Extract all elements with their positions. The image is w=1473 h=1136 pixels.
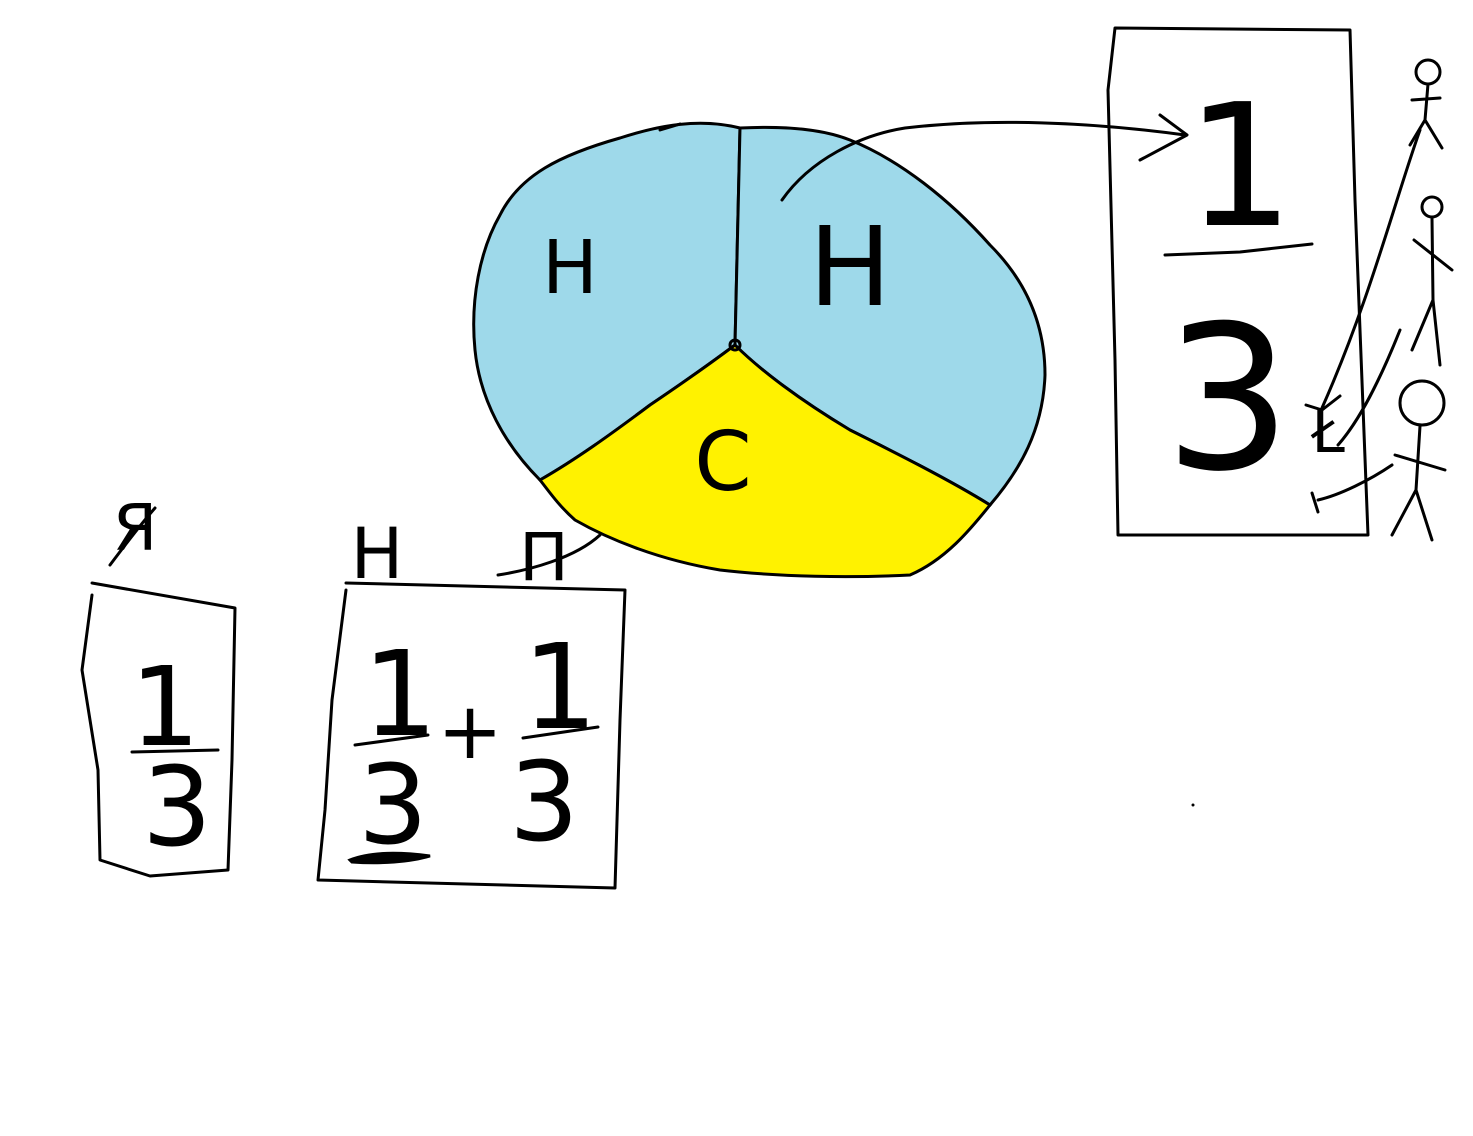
stray-dot	[1191, 803, 1195, 807]
middle-card-term2-denominator: 3	[509, 738, 579, 866]
middle-card-header-left: H	[351, 513, 404, 595]
middle-card-operator: +	[437, 687, 502, 777]
middle-card-border	[316, 581, 627, 890]
figure-top-body	[1408, 82, 1444, 150]
arrow-pie-to-card	[780, 113, 1189, 202]
left-card-denominator: 3	[142, 743, 212, 871]
figure-top-head	[1414, 58, 1442, 86]
middle-card: H П 1 3 + 1 3	[316, 513, 627, 890]
middle-card-term2-bar	[521, 725, 600, 740]
pie-center-dot	[728, 338, 742, 352]
figure-middle-body	[1410, 216, 1454, 367]
middle-card-scribble	[347, 851, 431, 865]
pie-label-bottom: C	[694, 415, 751, 510]
right-card: 1 3	[1106, 26, 1370, 537]
figure-bottom-head	[1398, 379, 1446, 427]
stick-figures: Ł	[1304, 58, 1454, 542]
right-card-border	[1106, 26, 1370, 537]
arrow-figure-bottom	[1310, 463, 1394, 514]
figure-bottom-body	[1390, 424, 1447, 542]
left-card-border	[80, 581, 237, 878]
figures-side-letter: Ł	[1310, 397, 1345, 467]
middle-card-term1-bar	[353, 733, 430, 747]
arrow-figure-middle	[1336, 328, 1402, 447]
pie-diagram: H H C	[472, 121, 1047, 579]
left-card-header-arrow	[108, 506, 157, 567]
pie-label-right: H	[809, 203, 892, 331]
left-card: Я 1 3	[80, 492, 237, 878]
right-card-numerator: 1	[1186, 68, 1294, 266]
left-card-fraction-bar	[130, 748, 220, 754]
arrow-figure-top	[1304, 128, 1422, 412]
middle-card-connector	[496, 533, 602, 577]
pie-label-left: H	[542, 225, 598, 311]
figure-middle-head	[1420, 195, 1444, 219]
middle-card-term1-denominator: 3	[358, 741, 428, 869]
pie-sector-bottom	[537, 343, 993, 579]
right-card-denominator: 3	[1164, 283, 1291, 516]
right-card-fraction-bar	[1163, 242, 1314, 257]
